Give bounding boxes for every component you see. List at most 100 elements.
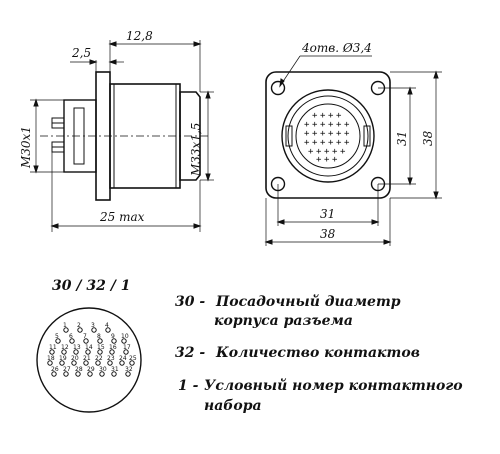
contact-plus: + — [312, 129, 318, 139]
pin-contact — [55, 338, 61, 344]
pin-code: 30 / 32 / 1 — [52, 278, 130, 294]
side-nut — [179, 91, 201, 181]
contact-plus: + — [320, 120, 326, 130]
pin-contact — [129, 360, 135, 366]
contact-marks: ++++++++++++++++++++++++++++++ — [304, 111, 350, 165]
dim-hole-spacing-h: 31 — [320, 207, 335, 221]
contact-plus: + — [332, 147, 338, 157]
contact-plus: + — [328, 120, 334, 130]
legend-text-3: Условный номер контактного — [204, 377, 463, 394]
pin-contact — [109, 349, 115, 355]
pin-layout — [36, 307, 142, 413]
front-insert — [295, 103, 361, 169]
pin-number: 18 — [47, 355, 55, 362]
contact-plus: + — [328, 138, 334, 148]
legend-key-2: 32 - — [175, 345, 205, 361]
legend-text-1: Посадочный диаметр — [215, 293, 401, 310]
legend-text-2: Количество контактов — [215, 345, 420, 361]
pin-contact — [59, 360, 65, 366]
pin-number: 32 — [125, 366, 133, 373]
contact-plus: + — [336, 138, 342, 148]
pin-number: 7 — [83, 333, 87, 340]
pin-contact — [73, 349, 79, 355]
contact-plus: + — [344, 138, 350, 148]
pin-number: 4 — [105, 322, 109, 329]
pin-number: 13 — [73, 344, 81, 351]
pin-number: 25 — [129, 355, 137, 362]
pin-contact — [123, 349, 129, 355]
contact-plus: + — [336, 120, 342, 130]
dim-length: 12,8 — [126, 29, 153, 43]
legend-text-3b: набора — [204, 398, 262, 414]
pin-contact — [61, 349, 67, 355]
pin-number: 9 — [111, 333, 115, 340]
pin-number: 29 — [87, 366, 95, 373]
contact-plus: + — [312, 138, 318, 148]
dim-total: 25 max — [99, 210, 145, 224]
pin-contact — [85, 349, 91, 355]
pin-contact — [105, 327, 111, 333]
pin-number: 10 — [121, 333, 129, 340]
pin-contact — [63, 371, 69, 377]
pin-contact — [91, 327, 97, 333]
contact-plus: + — [320, 111, 326, 121]
legend-key-1: 30 - — [175, 294, 205, 310]
pin-contact — [97, 338, 103, 344]
pin-number: 21 — [83, 355, 91, 362]
front-body-outer — [281, 89, 375, 183]
pin-number: 27 — [63, 366, 71, 373]
legend-key-3: 1 - — [178, 378, 199, 394]
pin-contact — [97, 349, 103, 355]
pin-contact — [111, 338, 117, 344]
contact-plus: + — [340, 147, 346, 157]
pin-contact — [77, 327, 83, 333]
pin-number: 16 — [109, 344, 117, 351]
pin-number: 12 — [61, 344, 69, 351]
pin-number: 22 — [95, 355, 103, 362]
contact-plus: + — [336, 129, 342, 139]
pin-contact — [63, 327, 69, 333]
contact-plus: + — [304, 120, 310, 130]
pin-contact — [51, 371, 57, 377]
pin-contact — [47, 360, 53, 366]
pin-contact — [83, 360, 89, 366]
pin-number: 3 — [91, 322, 95, 329]
contact-plus: + — [304, 129, 310, 139]
front-flange — [265, 71, 391, 199]
pin-number: 8 — [97, 333, 101, 340]
pin-contact — [75, 371, 81, 377]
pin-contact — [71, 360, 77, 366]
contact-plus: + — [344, 129, 350, 139]
pin-number: 20 — [71, 355, 79, 362]
pin-number: 28 — [75, 366, 83, 373]
contact-plus: + — [320, 138, 326, 148]
pin-layout-outline — [36, 307, 142, 413]
pin-number: 5 — [55, 333, 59, 340]
pin-number: 24 — [119, 355, 127, 362]
pin-contact — [83, 338, 89, 344]
pin-contact — [87, 371, 93, 377]
pin-contact — [69, 338, 75, 344]
pin-number: 11 — [49, 344, 57, 351]
pin-contact — [107, 360, 113, 366]
contact-plus: + — [324, 155, 330, 165]
pin-contact — [125, 371, 131, 377]
pin-number: 6 — [69, 333, 73, 340]
dim-flange-v: 38 — [421, 130, 435, 146]
contact-plus: + — [320, 129, 326, 139]
contact-plus: + — [328, 129, 334, 139]
dim-thread-right: M33x1,5 — [189, 123, 203, 177]
holes-label: 4отв. Ø3,4 — [301, 41, 372, 55]
pin-number: 17 — [123, 344, 131, 351]
contact-plus: + — [324, 147, 330, 157]
front-body-inner — [287, 95, 369, 177]
pin-number: 31 — [111, 366, 119, 373]
pin-contact — [95, 360, 101, 366]
pin-number: 26 — [51, 366, 59, 373]
contact-plus: + — [316, 155, 322, 165]
contact-plus: + — [316, 147, 322, 157]
mount-hole-tl — [270, 80, 286, 96]
contact-plus: + — [332, 155, 338, 165]
pin-number: 30 — [99, 366, 107, 373]
pin-contact — [111, 371, 117, 377]
